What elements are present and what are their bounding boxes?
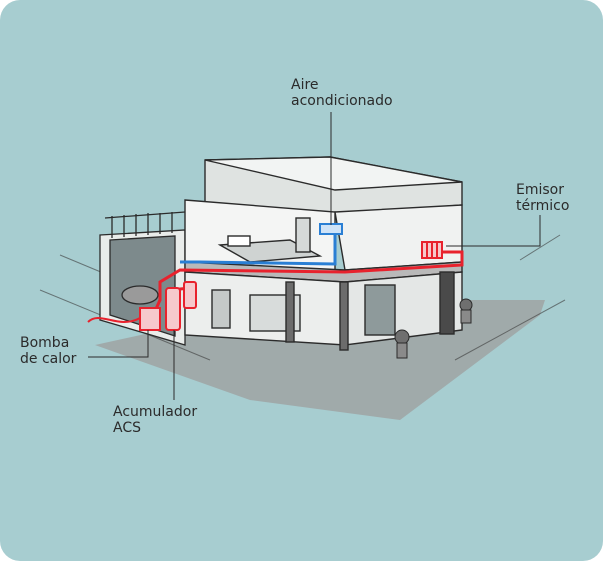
garage — [99, 211, 186, 346]
thermal-emitter-label: Emisor térmico — [516, 182, 569, 214]
radiator-unit — [421, 241, 443, 259]
air-conditioner-label: Aire acondicionado — [291, 77, 393, 109]
air-conditioner-unit — [319, 223, 343, 235]
hot-water-tank-label: Acumulador ACS — [113, 404, 197, 436]
air-conditioner-label-line2: acondicionado — [291, 93, 393, 109]
thermal-emitter-label-line1: Emisor — [516, 182, 564, 198]
heat-pump-label: Bomba de calor — [20, 335, 76, 367]
heat-pump-label-line2: de calor — [20, 351, 77, 367]
heat-pump-label-line1: Bomba — [20, 335, 70, 351]
hot-water-tanks — [165, 281, 197, 331]
thermal-emitter-label-line2: térmico — [516, 198, 570, 214]
hot-water-tank-label-line2: ACS — [113, 420, 141, 436]
callout-lines — [88, 112, 541, 400]
heat-pump-unit — [139, 307, 161, 331]
air-conditioner-label-line1: Aire — [291, 77, 319, 93]
potted-plants — [394, 298, 473, 359]
hot-water-tank-label-line1: Acumulador — [113, 404, 198, 420]
house-body — [184, 156, 463, 351]
